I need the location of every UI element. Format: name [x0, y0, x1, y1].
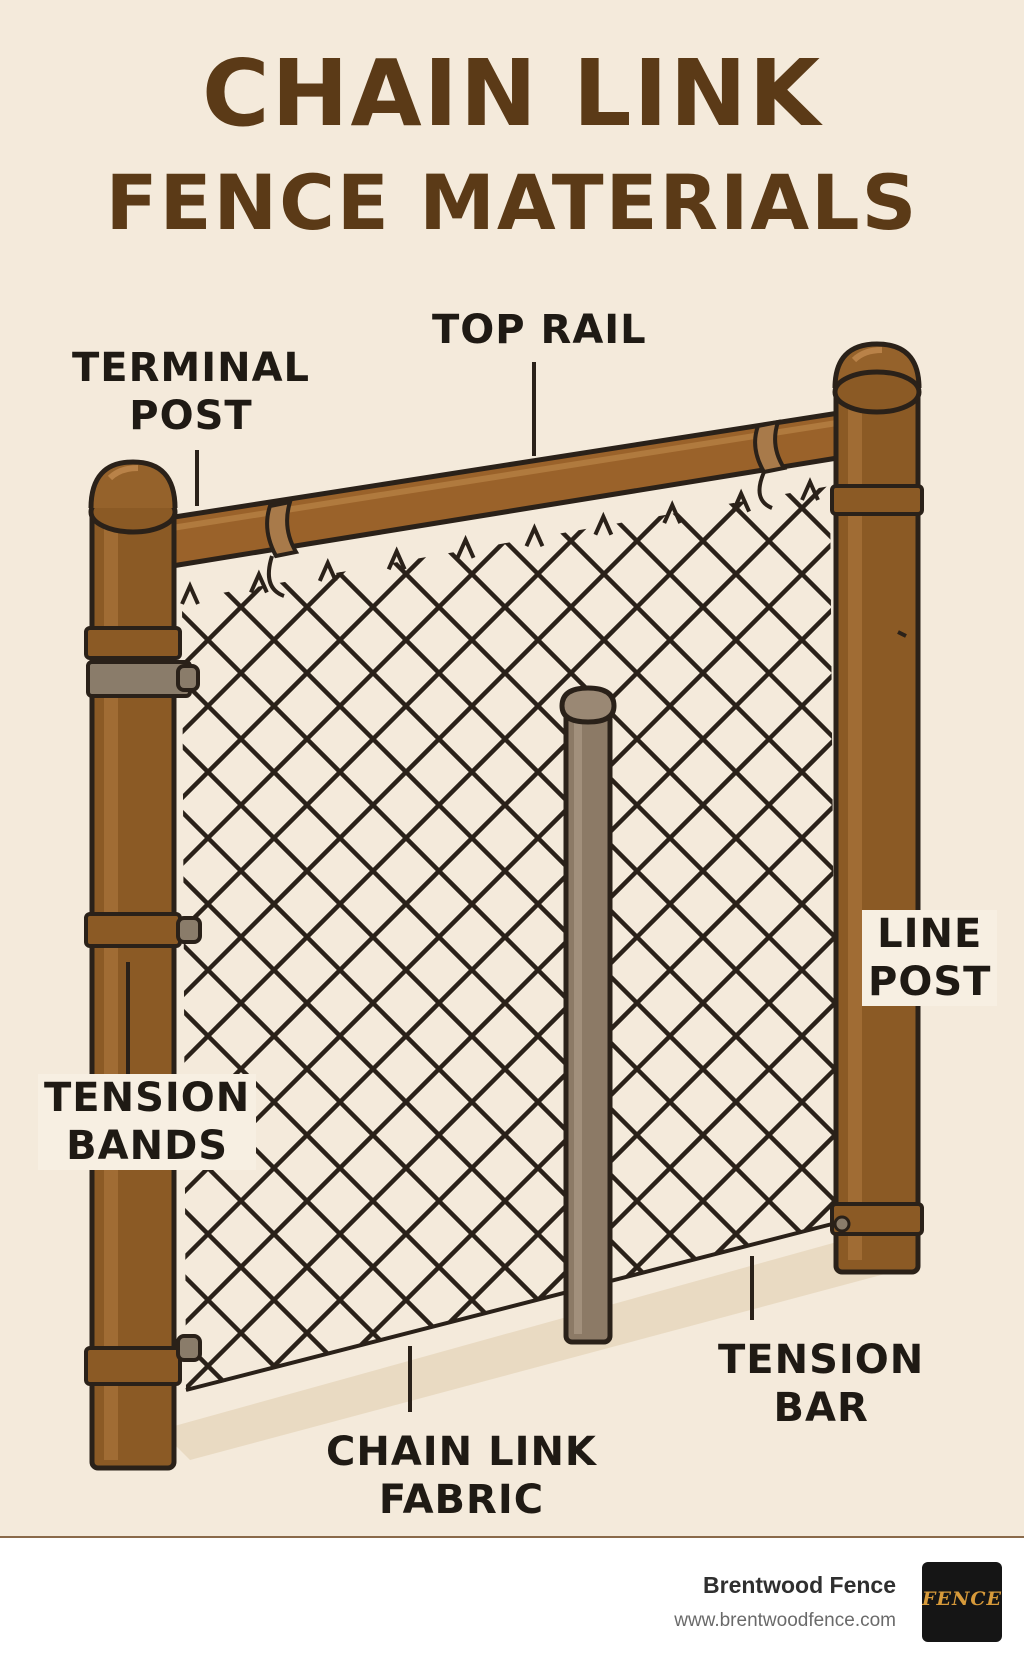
mesh-wire	[182, 486, 836, 1392]
mesh-wire	[182, 486, 562, 1392]
mesh-wire	[580, 486, 836, 1392]
mesh-wire	[182, 486, 836, 1392]
mesh-wire	[182, 486, 836, 1392]
fabric-knuckle	[524, 523, 545, 548]
fabric-knuckle	[800, 477, 820, 501]
mesh-wire	[182, 486, 496, 1392]
mesh-wire	[0, 420, 98, 1520]
fabric-knuckle	[386, 546, 407, 571]
rail-band-right	[753, 419, 788, 475]
mesh-wire	[184, 486, 836, 1392]
mesh-wire	[316, 486, 836, 1392]
fabric-knuckle	[731, 488, 751, 513]
label-tension-bands: TENSION BANDS	[38, 1074, 257, 1170]
tension-band-3	[84, 1346, 182, 1386]
mesh-wire	[182, 486, 694, 1392]
fabric-knuckle	[249, 569, 269, 594]
label-top-rail: TOP RAIL	[432, 307, 647, 353]
post-band	[84, 626, 182, 660]
fabric-knuckle	[317, 557, 338, 582]
logo-text: FENCE	[922, 1588, 1002, 1610]
brand-logo: FENCE	[922, 1562, 1002, 1642]
tie-wire-right	[757, 471, 773, 510]
mesh-wire	[182, 486, 760, 1392]
mesh-wire	[182, 486, 496, 1392]
bottom-tension-wire	[185, 1220, 841, 1392]
label-line-post: LINE POST	[862, 910, 998, 1006]
fabric-knuckle	[593, 511, 614, 536]
fabric-knuckle	[662, 500, 683, 524]
mesh-wire	[182, 486, 836, 1392]
mesh-wire	[0, 420, 32, 1520]
mesh-wire	[514, 486, 836, 1392]
mesh-wire	[448, 486, 836, 1392]
footer: Brentwood Fence www.brentwoodfence.com F…	[0, 1536, 1024, 1668]
fabric-knuckle	[455, 534, 476, 559]
mesh-wire	[382, 486, 836, 1392]
mesh-wire	[182, 486, 826, 1392]
fabric-knuckle	[180, 581, 200, 605]
title-line-2: FENCE MATERIALS	[105, 158, 919, 247]
center-metal-post	[559, 685, 617, 1345]
terminal-post	[84, 459, 202, 1471]
label-terminal-post: TERMINAL POST	[72, 345, 311, 439]
mesh-wire	[182, 486, 628, 1392]
tie-wire-left	[267, 555, 285, 598]
rail-band-left	[265, 499, 300, 559]
mesh-wire	[182, 486, 430, 1392]
mesh-wire	[182, 486, 430, 1392]
line-post	[830, 341, 924, 1275]
label-chain-link-fabric: CHAIN LINK FABRIC	[326, 1429, 597, 1523]
mesh-wire	[182, 486, 562, 1392]
fence-illustration	[0, 341, 924, 1520]
mesh-wire	[0, 420, 98, 1520]
mesh-wire	[0, 420, 32, 1520]
tension-band-1	[86, 660, 192, 698]
tension-band-2	[84, 912, 182, 948]
ground-shadow	[160, 1230, 900, 1460]
mesh-wire	[182, 486, 836, 1392]
brand-name: Brentwood Fence	[703, 1572, 896, 1598]
title-line-1: CHAIN LINK	[201, 40, 823, 147]
label-tension-bar: TENSION BAR	[718, 1337, 925, 1431]
brand-url: www.brentwoodfence.com	[674, 1610, 896, 1631]
